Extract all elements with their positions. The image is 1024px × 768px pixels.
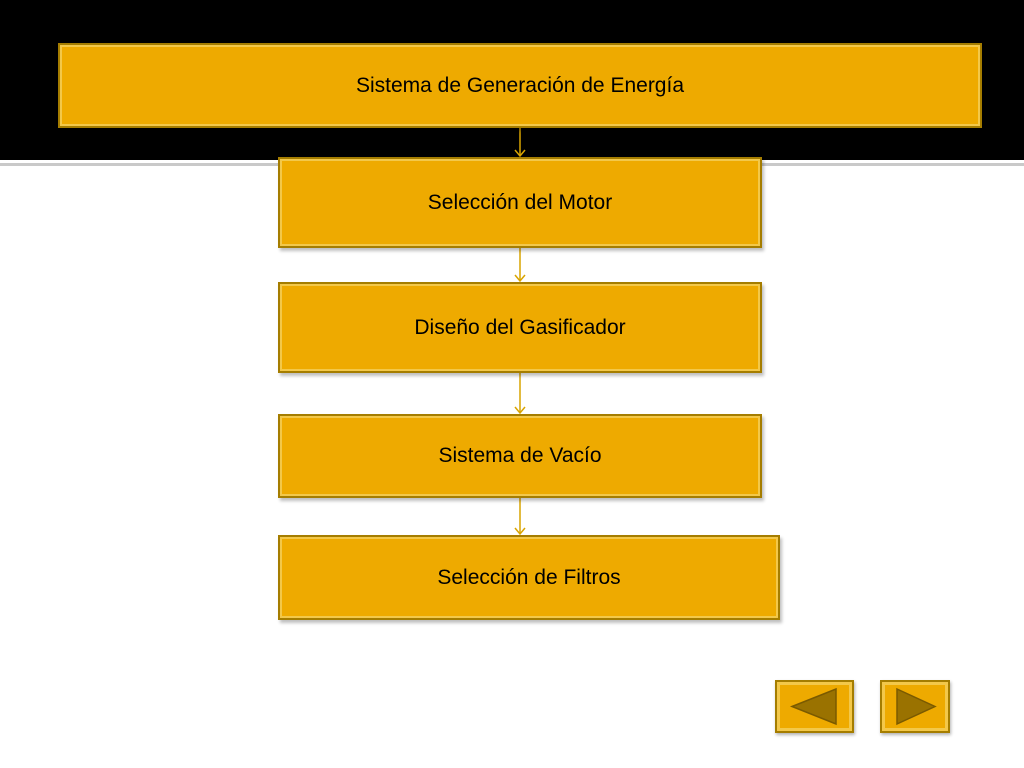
node-label: Selección de Filtros: [437, 565, 621, 589]
node-diseno-gasificador: Diseño del Gasificador: [278, 282, 762, 373]
connector-arrow-4: [514, 498, 526, 536]
triangle-left-icon: [789, 687, 837, 726]
node-label: Diseño del Gasificador: [414, 315, 626, 339]
node-seleccion-filtros: Selección de Filtros: [278, 535, 780, 620]
node-label: Sistema de Generación de Energía: [355, 73, 685, 97]
node-sistema-generacion: Sistema de Generación de Energía: [58, 43, 982, 128]
connector-arrow-3: [514, 373, 526, 415]
connector-arrow-2: [514, 248, 526, 283]
triangle-right-icon: [896, 687, 937, 726]
node-seleccion-motor: Selección del Motor: [278, 157, 762, 248]
node-label: Selección del Motor: [427, 190, 613, 214]
previous-slide-button[interactable]: [775, 680, 854, 733]
next-slide-button[interactable]: [880, 680, 950, 733]
node-sistema-vacio: Sistema de Vacío: [278, 414, 762, 498]
node-label: Sistema de Vacío: [438, 444, 602, 467]
